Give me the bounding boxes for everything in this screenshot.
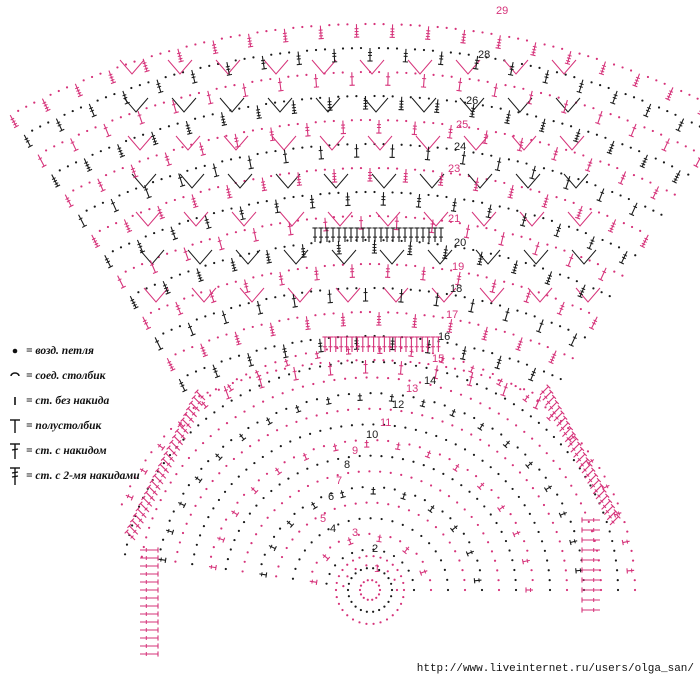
legend-text-chain: = возд. петля (26, 345, 94, 357)
row-number: 10 (366, 429, 378, 441)
row-number: 23 (448, 163, 460, 175)
legend-text-hdc: = полустолбик (26, 420, 102, 432)
slip-stitch-icon (8, 372, 22, 380)
stitch-legend: = возд. петля = соед. столбик = ст. без … (8, 340, 178, 490)
row-number: 18 (450, 283, 462, 295)
legend-text-slip: = соед. столбик (26, 370, 106, 382)
row-number: 16 (438, 331, 450, 343)
row-number: 25 (456, 119, 468, 131)
chain-dot-icon (8, 347, 22, 355)
legend-row-tr: = ст. с 2-мя накидами (8, 465, 178, 487)
row-number: 2 (372, 543, 378, 555)
row-number: 24 (454, 141, 466, 153)
legend-row-dc: = ст. с накидом (8, 440, 178, 462)
row-number: 5 (320, 513, 326, 525)
legend-row-hdc: = полустолбик (8, 415, 178, 437)
row-number: 28 (478, 49, 490, 61)
legend-row-slip: = соед. столбик (8, 365, 178, 387)
row-number: 12 (392, 399, 404, 411)
double-crochet-icon (8, 442, 22, 460)
legend-text-tr: = ст. с 2-мя накидами (26, 470, 140, 482)
half-double-crochet-icon (8, 418, 22, 434)
legend-text-sc: = ст. без накида (26, 395, 110, 407)
row-number: 9 (352, 445, 358, 457)
single-crochet-icon (8, 395, 22, 407)
row-number: 29 (496, 5, 508, 17)
row-number: 7 (336, 475, 342, 487)
row-number: 4 (330, 523, 336, 535)
row-number: 8 (344, 459, 350, 471)
row-number: 17 (446, 309, 458, 321)
row-number: 19 (452, 261, 464, 273)
row-number: 3 (352, 527, 358, 539)
row-number: 21 (448, 213, 460, 225)
row-number: 20 (454, 237, 466, 249)
treble-crochet-icon (8, 466, 22, 486)
row-number: 13 (406, 383, 418, 395)
legend-row-sc: = ст. без накида (8, 390, 178, 412)
row-number: 26 (466, 95, 478, 107)
source-url: http://www.liveinternet.ru/users/olga_sa… (416, 663, 694, 675)
legend-row-chain: = возд. петля (8, 340, 178, 362)
legend-text-dc: = ст. с накидом (26, 445, 107, 457)
center-motif (120, 345, 637, 625)
row-number: 1 (374, 563, 380, 575)
row-number: 11 (380, 417, 391, 429)
row-number: 15 (432, 353, 444, 365)
row-number: 6 (328, 491, 334, 503)
row-number: 14 (424, 375, 436, 387)
